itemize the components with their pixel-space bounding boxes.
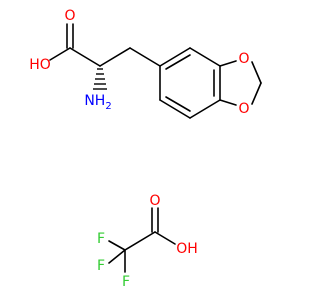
- bond-c-oh: [49, 47, 71, 61]
- ring-oxygen-lower-label: O: [238, 101, 249, 117]
- dioxole-bond-4: [219, 99, 237, 106]
- tfa-bond-c-oh: [154, 231, 176, 245]
- ring-bond-5: [159, 99, 191, 119]
- hashed-wedge-bond: [93, 68, 107, 90]
- tfa-bond-c-f-bottom-left: [108, 249, 126, 264]
- ring-bond-2: [189, 47, 221, 67]
- amine-label: NH2: [84, 93, 111, 112]
- ring-bond-1-inner: [165, 54, 191, 70]
- structure-drawing: O HO NH2 O O O OH F F F: [29, 8, 262, 290]
- dioxole-bond-2: [251, 61, 262, 84]
- ring-bond-4: [189, 99, 221, 119]
- tfa-bond-c-cf3: [124, 231, 156, 251]
- ring-oxygen-upper-label: O: [238, 51, 249, 67]
- ring-bond-5-inner: [165, 96, 191, 112]
- bond-c-calpha: [69, 47, 101, 67]
- amino-acid-molecule: O HO NH2 O O: [29, 8, 262, 119]
- amine-nh-label: NH: [84, 93, 105, 109]
- trifluoroacetic-acid-molecule: O OH F F F: [97, 193, 198, 290]
- ring-bond-1: [159, 47, 191, 67]
- bond-ch2-ring: [129, 47, 161, 67]
- tfa-hydroxyl-label: OH: [176, 241, 198, 257]
- dioxole-bond-3: [251, 82, 262, 105]
- fluorine-bottom-left-label: F: [97, 258, 105, 274]
- tfa-bond-c-f-left: [108, 240, 126, 251]
- amine-subscript: 2: [105, 101, 111, 112]
- carbonyl-oxygen-label: O: [64, 8, 75, 24]
- bond-calpha-ch2: [99, 47, 131, 67]
- dioxole-bond-1: [219, 60, 237, 67]
- chemical-structure-canvas: O HO NH2 O O O OH F F F: [29, 8, 262, 290]
- fluorine-left-label: F: [97, 231, 105, 247]
- hydroxyl-label: HO: [29, 57, 51, 73]
- fluorine-bottom-right-label: F: [122, 274, 130, 290]
- tfa-carbonyl-oxygen-label: O: [149, 193, 160, 209]
